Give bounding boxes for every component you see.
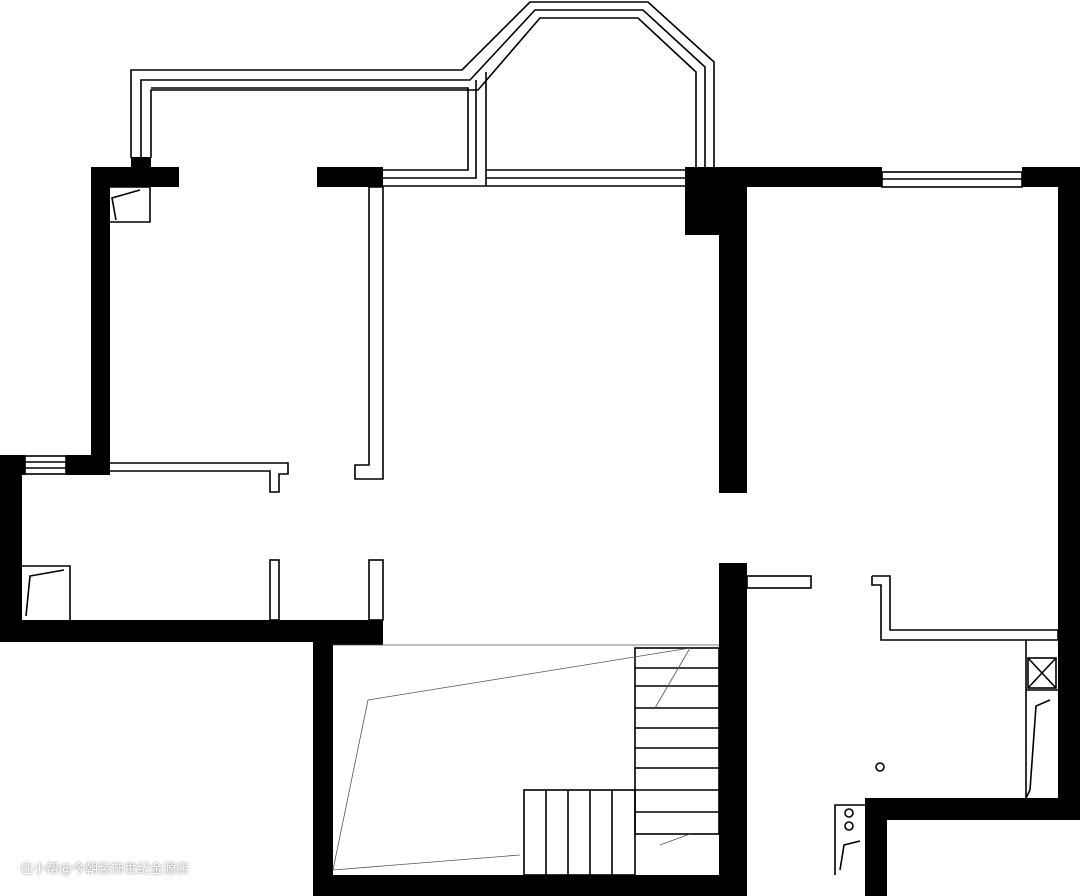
partition-stub-b <box>368 559 384 621</box>
staircase <box>332 644 720 876</box>
wall-west-exterior <box>0 455 22 640</box>
wall-west-cap <box>0 455 25 475</box>
wall-stair-room-south <box>313 875 747 896</box>
wall-center-partition-upper <box>719 167 747 493</box>
wall-center-partition-lower <box>719 563 747 896</box>
wall-left-room-west <box>91 167 110 474</box>
wall-left-room-sw-pier <box>66 455 110 475</box>
wall-north-pier-block <box>131 157 151 169</box>
wall-left-room-north <box>91 167 179 187</box>
stove-burner-2 <box>844 821 854 831</box>
wall-stair-room-west <box>313 630 333 896</box>
partition-stub-a <box>269 559 280 621</box>
thin-partitions <box>22 186 1059 875</box>
window-west-small <box>24 455 67 475</box>
wall-center-north-stub <box>317 167 383 187</box>
wall-kitchen-south <box>884 798 1080 820</box>
walls <box>0 157 1080 896</box>
balcony <box>130 1 715 187</box>
partition-stub-right <box>746 575 812 589</box>
windows <box>24 171 1023 475</box>
wall-right-north-a <box>745 167 882 187</box>
floor-drain <box>875 762 885 772</box>
watermark-text: 住小帮@今朝装饰世纪金源店 <box>20 862 190 877</box>
stove-burner-1 <box>844 808 854 818</box>
wall-corridor-south <box>0 620 383 642</box>
wall-east <box>1058 167 1080 817</box>
wall-kitchen-south-step <box>865 798 887 896</box>
